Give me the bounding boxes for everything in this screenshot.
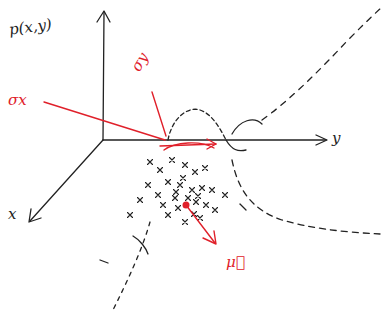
sigma-y-leader — [152, 92, 166, 136]
mean-point — [183, 202, 190, 209]
y-axis-label: y — [332, 130, 340, 147]
sigma-x-leader — [44, 102, 165, 140]
contour-mark — [133, 236, 148, 254]
contour — [232, 160, 380, 234]
sigma-ellipse — [164, 143, 214, 150]
sigma-x-label: σx — [8, 92, 27, 109]
x-axis — [30, 140, 103, 221]
contour-mark — [100, 260, 108, 263]
p-axis-head — [97, 11, 110, 22]
contour — [262, 8, 381, 120]
x-axis-head — [29, 209, 41, 222]
sigma-y-label: σy — [128, 50, 152, 74]
mu-arrow-head — [203, 231, 216, 244]
contour — [112, 222, 150, 312]
bell-tail — [226, 140, 246, 151]
x-axis-label: x — [8, 206, 16, 223]
p-axis-label: p(x,y) — [8, 16, 53, 38]
mu-arrow — [186, 205, 215, 243]
sample-marks — [128, 158, 228, 225]
sigma-bar-head — [207, 139, 216, 149]
bell-curve — [168, 109, 226, 140]
y-axis-head — [316, 135, 327, 145]
contour-mark — [240, 204, 246, 210]
mu-label: μ⃗ — [226, 254, 245, 271]
bell-side — [232, 120, 262, 134]
y-axis — [103, 139, 326, 140]
